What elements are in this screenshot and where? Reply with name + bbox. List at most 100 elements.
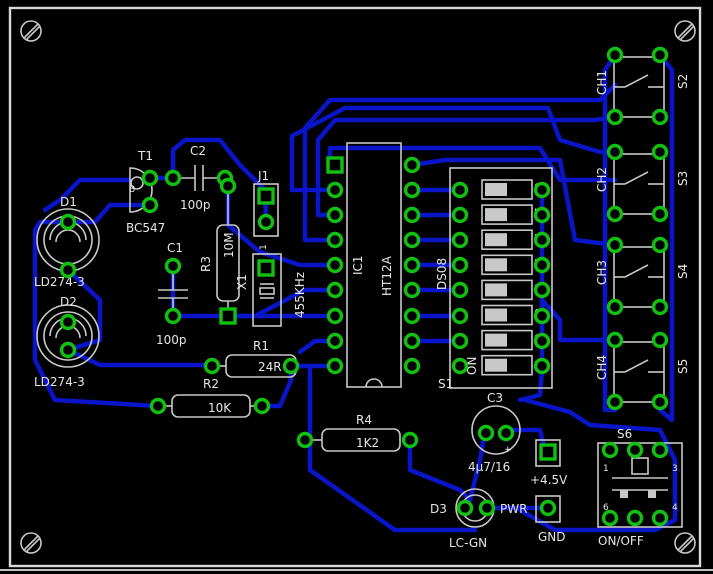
- label-s2: S2: [676, 74, 690, 89]
- pad-1: [141, 196, 159, 214]
- ic1-ht12a: IC1 HT12A: [346, 142, 402, 388]
- pad-71: [539, 499, 557, 517]
- pad-0: [141, 169, 159, 187]
- pad-2: [164, 169, 182, 187]
- label-plus-4-5v: +4.5V: [530, 473, 568, 487]
- pad-66: [401, 431, 419, 449]
- label-bc547: BC547: [126, 221, 165, 235]
- label-r1: R1: [253, 339, 269, 353]
- pad-62: [651, 331, 669, 349]
- pad-29: [326, 281, 344, 299]
- pad-26: [326, 206, 344, 224]
- pad-18: [403, 206, 421, 224]
- label-t1-base: B: [129, 185, 135, 195]
- pad-16: [403, 156, 421, 174]
- pad-63: [606, 393, 624, 411]
- label-r4-value: 1K2: [356, 436, 379, 450]
- pad-49: [606, 46, 624, 64]
- label-ic1-value: HT12A: [380, 255, 394, 296]
- pad-76: [626, 509, 644, 527]
- label-s6-pin1: 1: [603, 464, 609, 474]
- pad-30: [326, 307, 344, 325]
- label-s6-value: ON/OFF: [598, 534, 644, 548]
- label-s3: S3: [676, 171, 690, 186]
- pad-28: [326, 256, 344, 274]
- pad-35: [451, 231, 469, 249]
- pad-40: [451, 357, 469, 375]
- mounting-holes: [20, 20, 696, 554]
- pad-4: [164, 257, 182, 275]
- capacitor-c2: C2 100p: [178, 144, 220, 212]
- label-r4: R4: [356, 413, 372, 427]
- label-s6-pin4: 4: [672, 503, 678, 513]
- label-r2: R2: [203, 377, 219, 391]
- silkscreen: T1 B BC547 C2 100p J1 1 C1 100p: [34, 56, 690, 550]
- label-j1: J1: [257, 169, 269, 183]
- label-j1-pin: 1: [259, 244, 269, 250]
- pad-23: [403, 332, 421, 350]
- label-c3-value: 4µ7/16: [468, 460, 510, 474]
- pad-11: [59, 341, 77, 359]
- pad-10: [59, 313, 77, 331]
- label-gnd: GND: [538, 530, 566, 544]
- square-pad-4: [219, 307, 237, 325]
- label-d2: D2: [60, 295, 77, 309]
- pad-65: [296, 431, 314, 449]
- pad-19: [403, 231, 421, 249]
- pad-53: [606, 143, 624, 161]
- pad-41: [533, 181, 551, 199]
- label-r2-value: 10K: [208, 401, 232, 415]
- pad-69: [456, 499, 474, 517]
- capacitor-c1: C1 100p: [156, 241, 188, 347]
- label-r3-value: 10M: [222, 232, 236, 258]
- label-r3: R3: [199, 256, 213, 272]
- label-s1: S1: [438, 377, 453, 391]
- square-pad-3: [539, 443, 557, 461]
- label-c1: C1: [167, 241, 183, 255]
- label-s6-pin3: 3: [672, 464, 678, 474]
- label-pwr: PWR: [500, 502, 527, 516]
- square-pad-2: [257, 259, 275, 277]
- resistor-r3: R3 10M: [199, 186, 240, 310]
- board-outline: [8, 6, 702, 568]
- power-connectors: +4.5V GND: [530, 439, 568, 544]
- pad-45: [533, 281, 551, 299]
- pad-15: [253, 397, 271, 415]
- label-ch1: CH1: [595, 70, 609, 95]
- pad-38: [451, 307, 469, 325]
- label-t1: T1: [137, 149, 153, 163]
- jumper-j1: J1 1: [253, 169, 279, 250]
- pad-60: [651, 298, 669, 316]
- dip-switch-s1: 87654321 DS08 ON S1: [435, 167, 553, 391]
- square-pad-1: [257, 187, 275, 205]
- pad-61: [606, 331, 624, 349]
- pad-44: [533, 256, 551, 274]
- label-x1: X1: [235, 274, 249, 290]
- pad-31: [326, 332, 344, 350]
- pad-43: [533, 231, 551, 249]
- label-d1-value: LD274-3: [34, 275, 85, 289]
- pad-22: [403, 307, 421, 325]
- label-s5: S5: [676, 359, 690, 374]
- pad-36: [451, 256, 469, 274]
- label-ds08: DS08: [435, 258, 449, 290]
- pad-56: [651, 205, 669, 223]
- copper-traces: [32, 52, 678, 533]
- label-c3-plus: +: [504, 445, 512, 455]
- pad-34: [451, 206, 469, 224]
- label-d2-value: LD274-3: [34, 375, 85, 389]
- pad-57: [606, 236, 624, 254]
- pad-70: [478, 499, 496, 517]
- pad-24: [403, 357, 421, 375]
- pad-48: [533, 357, 551, 375]
- pad-37: [451, 281, 469, 299]
- pad-54: [651, 143, 669, 161]
- pad-50: [651, 46, 669, 64]
- pad-13: [282, 357, 300, 375]
- pad-33: [451, 181, 469, 199]
- pad-12: [203, 357, 221, 375]
